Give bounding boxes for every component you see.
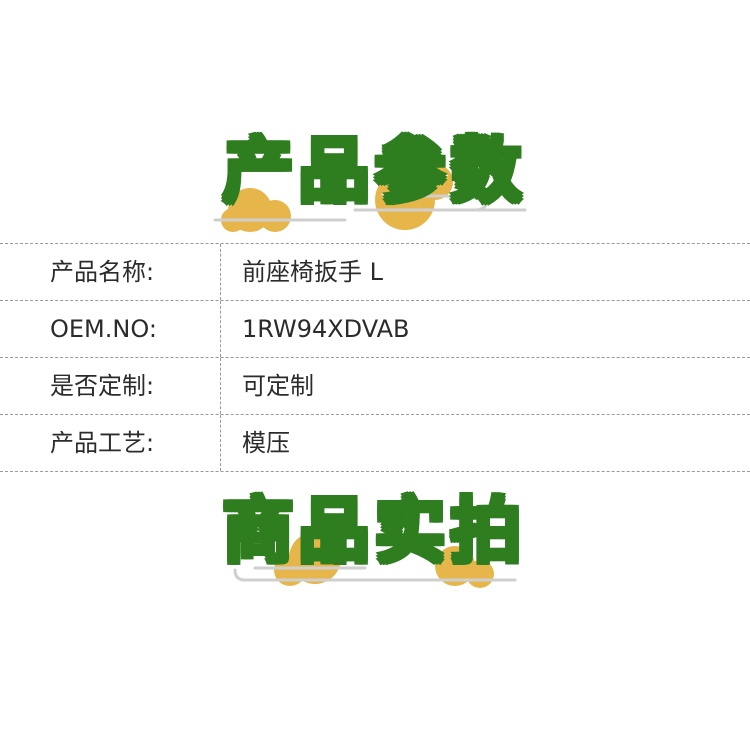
column-divider (220, 244, 221, 300)
spec-label: 产品名称: (50, 258, 155, 286)
column-divider (220, 301, 221, 357)
spec-row-process: 产品工艺: 模压 (0, 414, 750, 472)
spec-label: 产品工艺: (50, 429, 155, 457)
spec-row-customizable: 是否定制: 可定制 (0, 357, 750, 414)
spec-row-product-name: 产品名称: 前座椅扳手 L (0, 243, 750, 300)
spec-label: 是否定制: (50, 372, 155, 400)
spec-label: OEM.NO: (50, 315, 157, 343)
column-divider (220, 415, 221, 471)
product-parameters-banner: 产品参数 (195, 128, 555, 238)
banner-title: 产品参数 (221, 130, 527, 212)
spec-value: 模压 (242, 429, 290, 457)
cloud-decoration-icon (233, 532, 517, 588)
spec-value: 前座椅扳手 L (242, 258, 383, 286)
spec-value: 可定制 (242, 372, 314, 400)
cloud-decoration-icon (213, 164, 527, 232)
spec-value: 1RW94XDVAB (242, 315, 410, 343)
product-photos-banner: 商品实拍 (195, 488, 555, 598)
spec-row-oem-no: OEM.NO: 1RW94XDVAB (0, 300, 750, 357)
column-divider (220, 358, 221, 414)
spec-table: 产品名称: 前座椅扳手 L OEM.NO: 1RW94XDVAB 是否定制: 可… (0, 243, 750, 472)
banner-title: 商品实拍 (221, 490, 527, 572)
